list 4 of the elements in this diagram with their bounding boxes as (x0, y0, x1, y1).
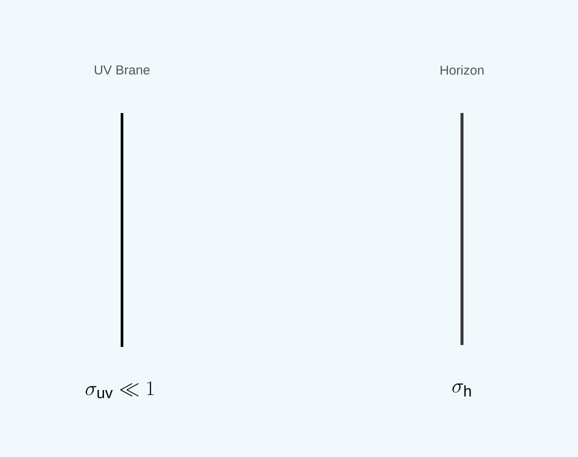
brane-label: UV Brane (94, 65, 150, 75)
formula-label: $\sigma_{\mathrm{h}}$ (452, 384, 471, 396)
formula-label: $\sigma_{\mathrm{uv}} \ll 1$ (86, 381, 154, 398)
brane-label: Horizon (440, 65, 484, 75)
